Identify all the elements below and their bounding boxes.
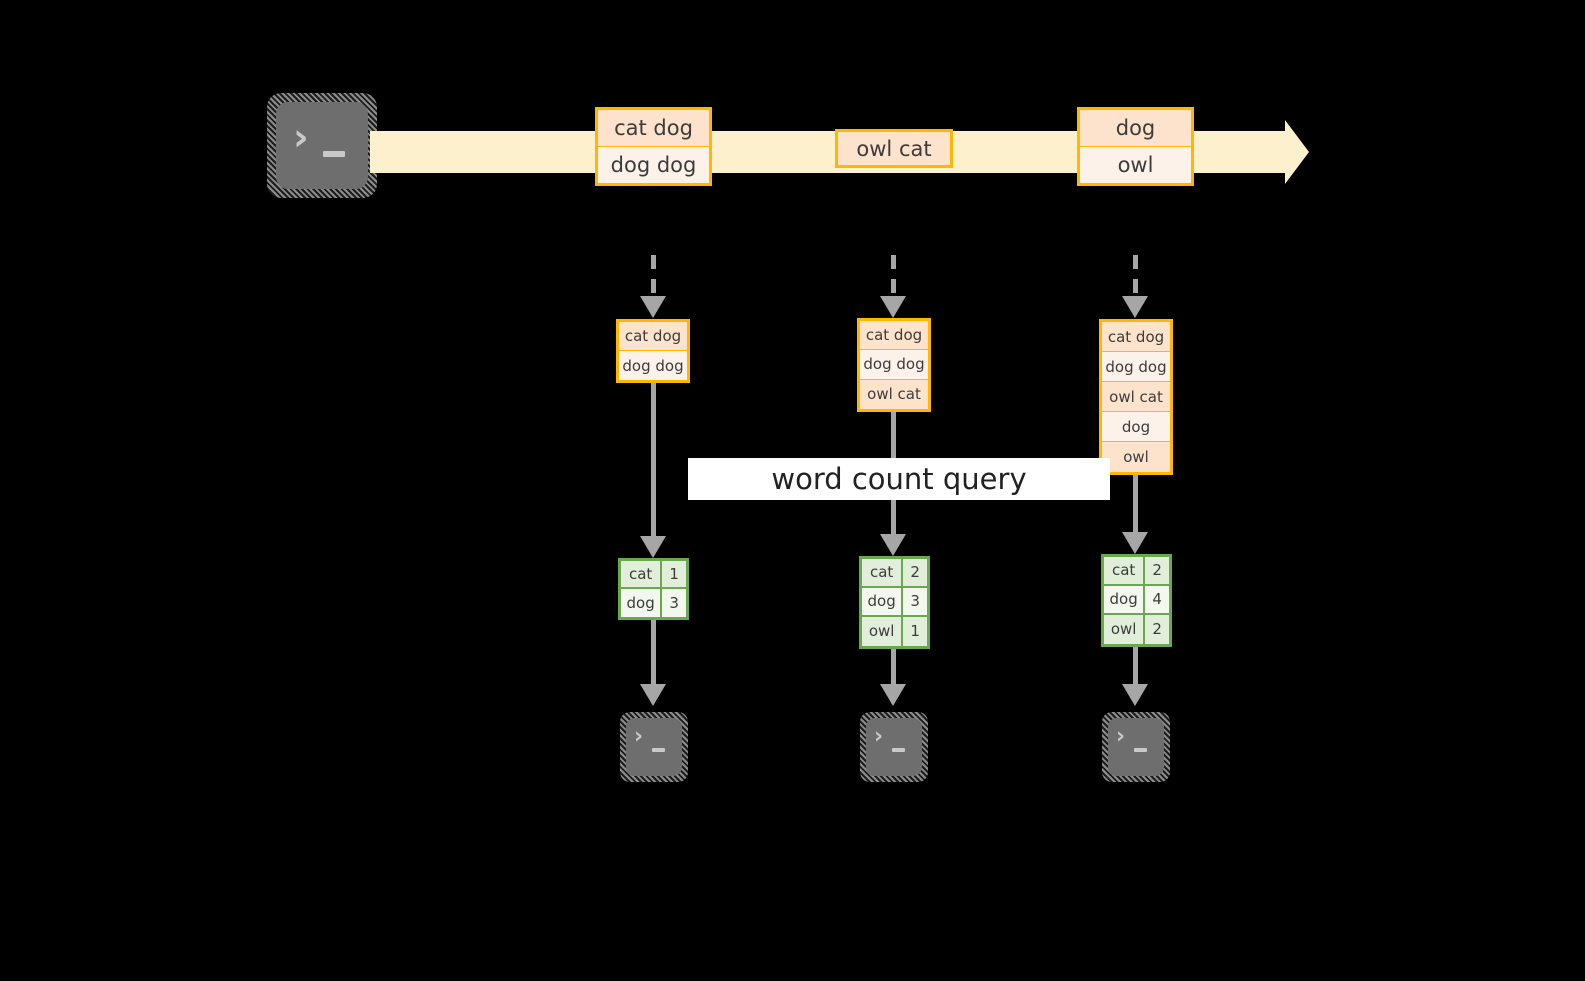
trigger-3-result-table: cat 2 dog 4 owl 2 — [1101, 554, 1172, 647]
result-count: 2 — [1145, 557, 1169, 584]
trigger-2-dashed-connector — [891, 255, 896, 300]
trigger-input-line: cat dog — [1102, 322, 1170, 352]
result-row: dog 3 — [621, 589, 686, 617]
trigger-input-line: cat dog — [619, 322, 687, 351]
trigger-1-dashed-arrowhead — [640, 296, 666, 318]
word-count-query-label: word count query — [771, 462, 1027, 496]
stream-message-batch-1: cat dog dog dog — [595, 107, 712, 186]
result-word: dog — [1104, 585, 1146, 613]
stream-message-line: dog — [1080, 110, 1191, 147]
result-word: owl — [862, 616, 904, 646]
result-word: cat — [862, 559, 904, 586]
trigger-2-input-stack: cat dog dog dog owl cat — [857, 318, 931, 412]
trigger-input-line: cat dog — [860, 321, 928, 351]
trigger-2-sink-arrowhead — [880, 684, 906, 706]
terminal-prompt-chevron: › — [293, 115, 309, 159]
stream-arrowhead — [1285, 120, 1309, 184]
result-count: 1 — [662, 561, 686, 587]
trigger-input-line: dog dog — [619, 351, 687, 380]
stream-message-line: cat dog — [598, 110, 709, 147]
terminal-prompt-underscore — [892, 748, 905, 752]
trigger-2-dashed-arrowhead — [880, 296, 906, 318]
result-word: cat — [1104, 557, 1146, 584]
trigger-3-sink-arrowhead — [1122, 684, 1148, 706]
trigger-input-line: dog dog — [1102, 352, 1170, 382]
result-count: 2 — [903, 559, 927, 586]
trigger-1-query-connector — [651, 383, 656, 540]
result-row: cat 2 — [1104, 557, 1169, 586]
source-terminal-icon: › — [267, 93, 377, 198]
result-row: cat 2 — [862, 559, 927, 588]
result-row: owl 1 — [862, 616, 927, 646]
result-word: owl — [1104, 614, 1146, 644]
trigger-2-sink-connector — [891, 649, 896, 688]
trigger-2-query-arrowhead — [880, 534, 906, 556]
terminal-prompt-chevron: › — [1116, 724, 1126, 749]
trigger-1-sink-connector — [651, 620, 656, 688]
result-row: dog 4 — [1104, 585, 1169, 615]
result-count: 3 — [903, 587, 927, 615]
result-word: dog — [862, 587, 904, 615]
trigger-2-result-table: cat 2 dog 3 owl 1 — [859, 556, 930, 649]
result-word: cat — [621, 561, 663, 587]
trigger-1-result-table: cat 1 dog 3 — [618, 558, 689, 620]
result-word: dog — [621, 589, 663, 617]
result-row: dog 3 — [862, 587, 927, 617]
trigger-3-sink-connector — [1133, 647, 1138, 688]
trigger-1-sink-arrowhead — [640, 684, 666, 706]
result-count: 2 — [1145, 614, 1169, 644]
trigger-1-input-stack: cat dog dog dog — [616, 319, 690, 383]
terminal-prompt-underscore — [323, 151, 345, 157]
word-count-query-band: word count query — [688, 458, 1110, 500]
stream-message-line: owl — [1080, 146, 1191, 183]
result-count: 4 — [1145, 585, 1169, 613]
result-row: owl 2 — [1104, 614, 1169, 644]
terminal-prompt-underscore — [1134, 748, 1147, 752]
trigger-1-query-arrowhead — [640, 536, 666, 558]
trigger-input-line: dog — [1102, 412, 1170, 442]
trigger-3-sink-terminal-icon: › — [1102, 712, 1170, 782]
trigger-3-query-arrowhead — [1122, 532, 1148, 554]
stream-message-line: dog dog — [598, 146, 709, 183]
trigger-3-dashed-connector — [1133, 255, 1138, 300]
trigger-3-dashed-arrowhead — [1122, 296, 1148, 318]
trigger-1-dashed-connector — [651, 255, 656, 300]
trigger-input-line: owl cat — [860, 379, 928, 409]
stream-message-batch-3: dog owl — [1077, 107, 1194, 186]
result-count: 1 — [903, 616, 927, 646]
result-row: cat 1 — [621, 561, 686, 589]
trigger-input-line: dog dog — [860, 350, 928, 380]
trigger-input-line: owl cat — [1102, 382, 1170, 412]
trigger-3-query-connector — [1133, 475, 1138, 536]
trigger-3-input-stack: cat dog dog dog owl cat dog owl — [1099, 319, 1173, 475]
trigger-2-sink-terminal-icon: › — [860, 712, 928, 782]
result-count: 3 — [662, 589, 686, 617]
stream-message-line: owl cat — [838, 132, 950, 165]
stream-message-batch-2: owl cat — [835, 129, 953, 168]
terminal-prompt-chevron: › — [634, 724, 644, 749]
terminal-prompt-underscore — [652, 748, 665, 752]
terminal-prompt-chevron: › — [874, 724, 884, 749]
trigger-1-sink-terminal-icon: › — [620, 712, 688, 782]
trigger-input-line: owl — [1102, 442, 1170, 472]
